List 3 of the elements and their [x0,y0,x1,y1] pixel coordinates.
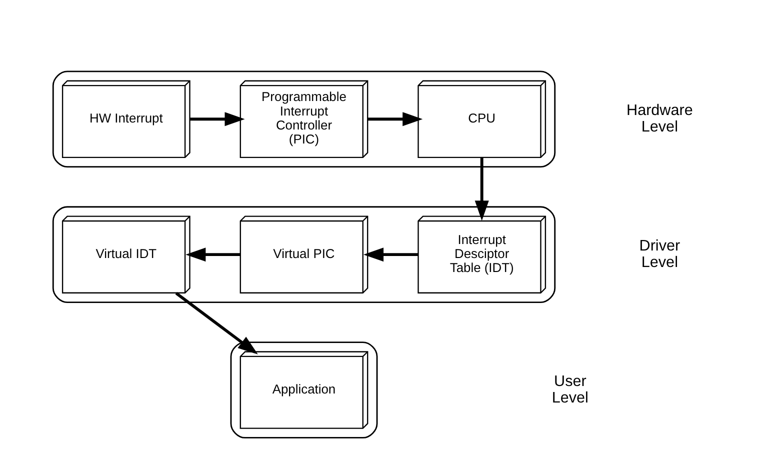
label: User Level [552,372,588,406]
label: Driver Level [639,237,680,271]
label: Hardware Level [626,102,693,136]
